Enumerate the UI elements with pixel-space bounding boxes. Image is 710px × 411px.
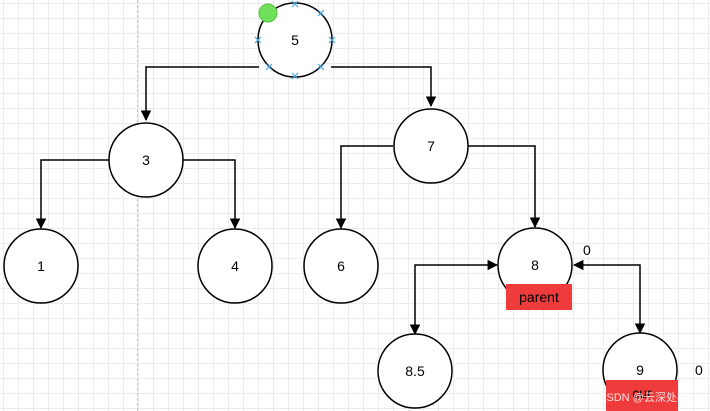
node-3[interactable]: 3 — [108, 122, 184, 198]
page-break-guide — [137, 0, 138, 411]
selection-handles — [254, 0, 336, 80]
zero-label-node-8: 0 — [583, 242, 591, 258]
edge-5-3 — [140, 66, 259, 122]
node-7[interactable]: 7 — [393, 108, 469, 184]
node-label: 6 — [337, 258, 345, 274]
rotate-handle[interactable] — [258, 3, 278, 23]
node-label: 9 — [636, 362, 644, 378]
zero-label-node-9: 0 — [695, 362, 703, 378]
current-tag: cur — [606, 380, 678, 411]
edge-7-6 — [335, 145, 393, 230]
node-label: 8.5 — [405, 363, 425, 379]
edge-3-1 — [35, 159, 109, 230]
edge-8-8.5 — [409, 259, 499, 336]
watermark: CSDN @云深处@ — [598, 392, 688, 404]
edge-3-4 — [183, 159, 241, 230]
edge-7-8 — [468, 145, 541, 229]
node-label: 5 — [291, 32, 299, 48]
node-8-5[interactable]: 8.5 — [377, 333, 453, 409]
node-6[interactable]: 6 — [303, 228, 379, 304]
edge-5-7 — [331, 66, 437, 108]
node-label: 3 — [142, 152, 150, 168]
edge-8-9 — [572, 259, 646, 335]
parent-tag: parent — [506, 284, 572, 310]
node-4[interactable]: 4 — [197, 228, 273, 304]
node-1[interactable]: 1 — [3, 228, 79, 304]
node-label: 8 — [531, 257, 539, 273]
node-label: 7 — [427, 138, 435, 154]
node-label: 1 — [37, 258, 45, 274]
node-label: 4 — [231, 258, 239, 274]
